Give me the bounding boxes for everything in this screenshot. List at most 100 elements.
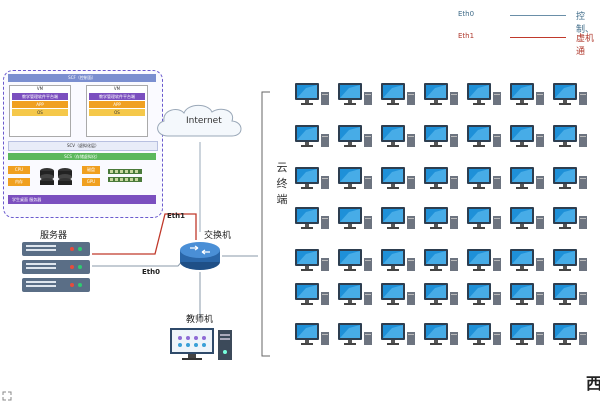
cloud-terminal-monitor (380, 206, 415, 229)
legend-eth1-text: 虚机通 (576, 34, 595, 57)
cloud-terminal-monitor (294, 82, 329, 105)
legend-eth0-line (510, 15, 566, 16)
scf-title-bar: SCF（控制面） (8, 74, 156, 82)
eth1-label: Eth1 (167, 212, 185, 220)
cloud-terminal-monitor (294, 282, 329, 305)
panel-footer-bar: 学生桌面 服务器 (8, 195, 156, 204)
cloud-terminal-monitor (552, 322, 587, 345)
cloud-terminal-monitor (294, 206, 329, 229)
legend-eth1: Eth1 虚机通 (458, 31, 600, 57)
legend-eth1-line (510, 37, 566, 38)
desktop-computer-icon (170, 328, 232, 360)
fullscreen-icon[interactable] (2, 386, 12, 401)
cloud-terminal-monitor (552, 206, 587, 229)
vm-right-os: OS (89, 109, 145, 116)
vm-left-app: APP (12, 101, 68, 108)
cloud-terminal-monitor (466, 282, 501, 305)
hw-disk: 磁盘 (82, 166, 100, 174)
legend-eth0-text: 控制、 (576, 12, 595, 35)
memory-chip-icon (106, 166, 146, 186)
cloud-terminal-monitor (337, 206, 372, 229)
vm-left-app-row: 教学管理软件平台端 (12, 93, 68, 100)
disk-icon (38, 166, 78, 188)
hardware-row: CPU 内存 磁盘 GPU (8, 164, 158, 190)
cloud-terminal-monitor (466, 166, 501, 189)
cloud-terminal-monitor (509, 282, 544, 305)
cloud-terminal-monitor (509, 82, 544, 105)
cloud-terminal-monitor (509, 322, 544, 345)
link-eth1 (92, 213, 197, 255)
scs-bar: SCS（存储虚拟化） (8, 153, 156, 160)
cloud-terminal-label: 云终端 (276, 161, 288, 206)
cloud-terminal-monitor (466, 248, 501, 271)
cloud-terminal-monitor (380, 282, 415, 305)
cloud-terminal-monitor (337, 248, 372, 271)
cloud-terminal-monitor (466, 124, 501, 147)
cloud-terminal-monitor (509, 124, 544, 147)
cloud-terminal-monitor (380, 124, 415, 147)
cloud-terminal-monitor (423, 124, 458, 147)
cloud-terminal-monitor (294, 166, 329, 189)
cloud-terminal-monitor (552, 166, 587, 189)
internet-cloud: Internet (150, 100, 250, 142)
internet-label: Internet (186, 116, 222, 126)
cloud-terminal-monitor (552, 124, 587, 147)
cloud-terminal-monitor (337, 82, 372, 105)
legend-eth0: Eth0 控制、 (458, 9, 600, 35)
terminal-bracket (261, 91, 270, 357)
vm-left-title: VM (36, 86, 44, 91)
cloud-terminal-monitor (423, 166, 458, 189)
cloud-terminal-monitor (294, 124, 329, 147)
switch-label: 交换机 (204, 231, 232, 241)
cloud-terminal-monitor (466, 322, 501, 345)
cloud-terminal-monitor (466, 206, 501, 229)
corner-glyph: 西 (586, 374, 600, 393)
server-label: 服务器 (40, 231, 68, 241)
teacher-pc (168, 326, 234, 362)
vm-right-app: APP (89, 101, 145, 108)
cloud-terminal-monitor (509, 206, 544, 229)
cloud-terminal-monitor (380, 166, 415, 189)
cloud-terminal-monitor (337, 282, 372, 305)
cloud-terminal-monitor (337, 166, 372, 189)
cloud-terminal-monitor (423, 282, 458, 305)
vm-right: VM 教学管理软件平台端 APP OS (86, 85, 148, 137)
vm-right-app-row: 教学管理软件平台端 (89, 93, 145, 100)
teacher-label: 教师机 (186, 315, 214, 325)
legend-eth1-label: Eth1 (458, 32, 475, 40)
terminal-grid (294, 82, 600, 362)
vm-left-os: OS (12, 109, 68, 116)
cloud-terminal-monitor (552, 282, 587, 305)
eth0-label: Eth0 (142, 268, 160, 276)
vm-left: VM 教学管理软件平台端 APP OS (9, 85, 71, 137)
cloud-terminal-monitor (294, 248, 329, 271)
cloud-terminal-monitor (423, 322, 458, 345)
cloud-terminal-monitor (423, 82, 458, 105)
cloud-terminal-monitor (337, 124, 372, 147)
cloud-terminal-monitor (380, 322, 415, 345)
server-icon (22, 242, 90, 292)
legend-eth0-label: Eth0 (458, 10, 475, 18)
cloud-terminal-monitor (423, 206, 458, 229)
cloud-terminal-monitor (552, 82, 587, 105)
cloud-terminal-monitor (380, 248, 415, 271)
cloud-terminal-monitor (509, 248, 544, 271)
hw-gpu: GPU (82, 178, 100, 186)
server-rack (20, 240, 92, 296)
cloud-terminal-monitor (423, 248, 458, 271)
hw-mem: 内存 (8, 178, 30, 186)
switch (178, 238, 222, 272)
link-eth0 (92, 257, 186, 267)
cloud-terminal-monitor (337, 322, 372, 345)
hw-cpu: CPU (8, 166, 30, 174)
scv-bar: SCV（虚拟化层） (8, 141, 158, 151)
vm-right-title: VM (113, 86, 121, 91)
cloud-terminal-monitor (552, 248, 587, 271)
server-architecture-panel: SCF（控制面） VM 教学管理软件平台端 APP OS VM 教学管理软件平台… (3, 70, 163, 218)
cloud-terminal-monitor (509, 166, 544, 189)
cloud-terminal-monitor (380, 82, 415, 105)
cloud-terminal-monitor (466, 82, 501, 105)
router-icon (180, 242, 220, 270)
cloud-icon (157, 104, 242, 137)
